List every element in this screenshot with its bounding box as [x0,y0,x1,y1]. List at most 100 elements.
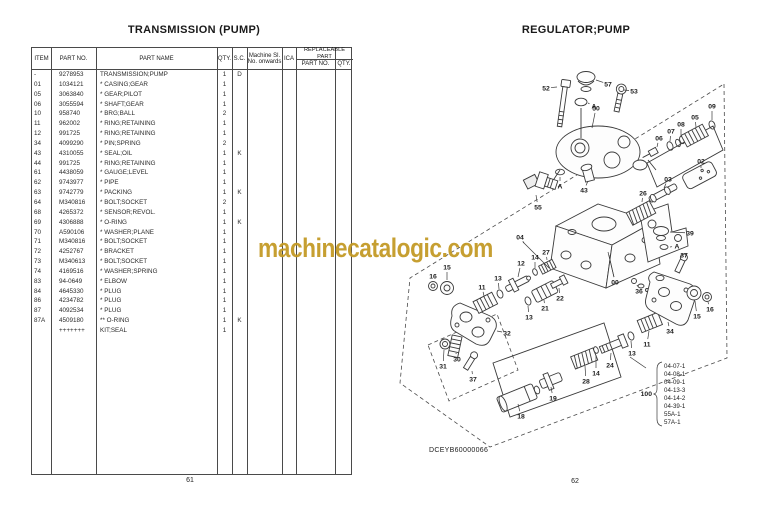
label-leader-line [527,305,529,313]
part-number-label: 19 [549,395,557,402]
right-page-title: REGULATOR;PUMP [521,24,631,36]
part-number-label: 57 [604,81,612,88]
header-machine-line2: No. onwards [247,59,282,65]
cell-item: 43 [34,149,42,157]
part-number-labels: 5257A535055A4309050807060203260427141213… [429,79,716,420]
cell-part-no: 4169516 [59,267,84,275]
header-split-rule [296,59,353,60]
ref-group-brace [653,361,663,427]
bolt-22-illustration [549,274,569,290]
label-leader-line [656,142,659,148]
leader-04 [522,241,550,269]
cell-part-no: 4092534 [59,307,84,315]
plug-11b-illustration [636,311,664,334]
cell-part-no: 94-0649 [59,277,83,285]
cell-part-no: 3063840 [59,90,84,98]
o-ring-13c [627,331,635,341]
part-number-label: 32 [503,330,511,337]
cell-sc: K [237,218,242,226]
cell-part-no: 962002 [59,120,81,128]
label-leader-line [482,291,485,297]
cell-item: 11 [34,120,41,128]
label-leader-line [442,349,445,362]
label-leader-line [517,403,521,412]
part-number-label: 22 [556,295,564,302]
label-leader-line [496,330,503,333]
sleeve-18-illustration [496,383,538,413]
ring-15 [440,281,454,295]
part-number-label: A [558,183,563,190]
cell-qty: 1 [222,159,227,167]
cell-item: 70 [34,228,42,236]
cell-qty: 1 [222,120,227,128]
column-rule [296,48,297,474]
plug-11-illustration [472,291,499,314]
header-ica: ICA [283,55,294,62]
ring-58 [675,138,681,148]
label-leader-line [522,240,525,244]
label-leader-line [535,194,538,203]
cell-qty: 1 [222,90,227,98]
cell-part-no: +++++++ [59,326,85,334]
cell-part-name: KIT;SEAL [100,326,127,334]
spring-26-illustration [625,200,657,226]
cell-part-name: * ELBOW [100,277,127,285]
cell-item: 83 [34,277,42,285]
part-number-label: A [592,103,597,110]
ref-list-item: 04-39-1 [664,403,686,410]
part-number-label: 36 [635,288,643,295]
cell-part-no: 4234782 [59,297,84,305]
cell-part-name: * BOLT;SOCKET [100,258,148,266]
cell-item: 06 [34,100,42,108]
label-leader-line [584,365,587,377]
left-page-title: TRANSMISSION (PUMP) [127,24,261,36]
cell-qty: 2 [222,139,227,147]
ref-list-item: 55A-1 [664,411,681,418]
cell-qty: 1 [222,326,227,334]
label-leader-line [550,386,553,394]
cell-qty: 1 [222,100,227,108]
part-number-label: 37 [469,376,477,383]
cell-part-name: * O-RING [100,218,127,226]
spring-seat-05-illustration [680,123,710,148]
cell-qty: 1 [222,297,227,305]
header-qty: QTY. [217,55,232,62]
header-rep-part-no: PART NO. [301,61,330,68]
part-number-label: 53 [630,88,638,95]
cell-part-name: * PIN;SPRING [100,139,141,147]
cell-part-no: A590106 [59,228,85,236]
ref-list-item: 04-08-1 [664,371,686,378]
cell-part-no: 991725 [59,130,81,138]
spring-30-illustration [447,334,463,359]
cell-part-name: * GAUGE;LEVEL [100,169,149,177]
cell-item: 87A [34,317,46,325]
ref-list-item: 04-14-2 [664,395,686,402]
column-rule [247,48,248,474]
cell-part-no: M340613 [59,258,86,266]
cell-part-no: 1034121 [59,80,84,88]
table-header: ITEM PART NO. PART NAME QTY. S.C. Machin… [32,47,353,70]
part-number-label: A [675,243,680,250]
ring-15b [686,285,702,301]
cell-item: 72 [34,248,42,256]
label-leader-line [558,287,560,294]
part-number-label: 02 [697,158,705,165]
table-row: +++++++ KIT;SEAL 1 [32,326,351,336]
nut-16 [428,281,438,291]
cell-part-name: * SENSOR;REVOL. [100,208,156,216]
part-number-label: 27 [542,249,550,256]
cell-qty: 1 [222,238,227,246]
cell-qty: 1 [222,248,227,256]
o-ring-a-br [659,244,669,250]
label-leader-line [663,183,667,189]
